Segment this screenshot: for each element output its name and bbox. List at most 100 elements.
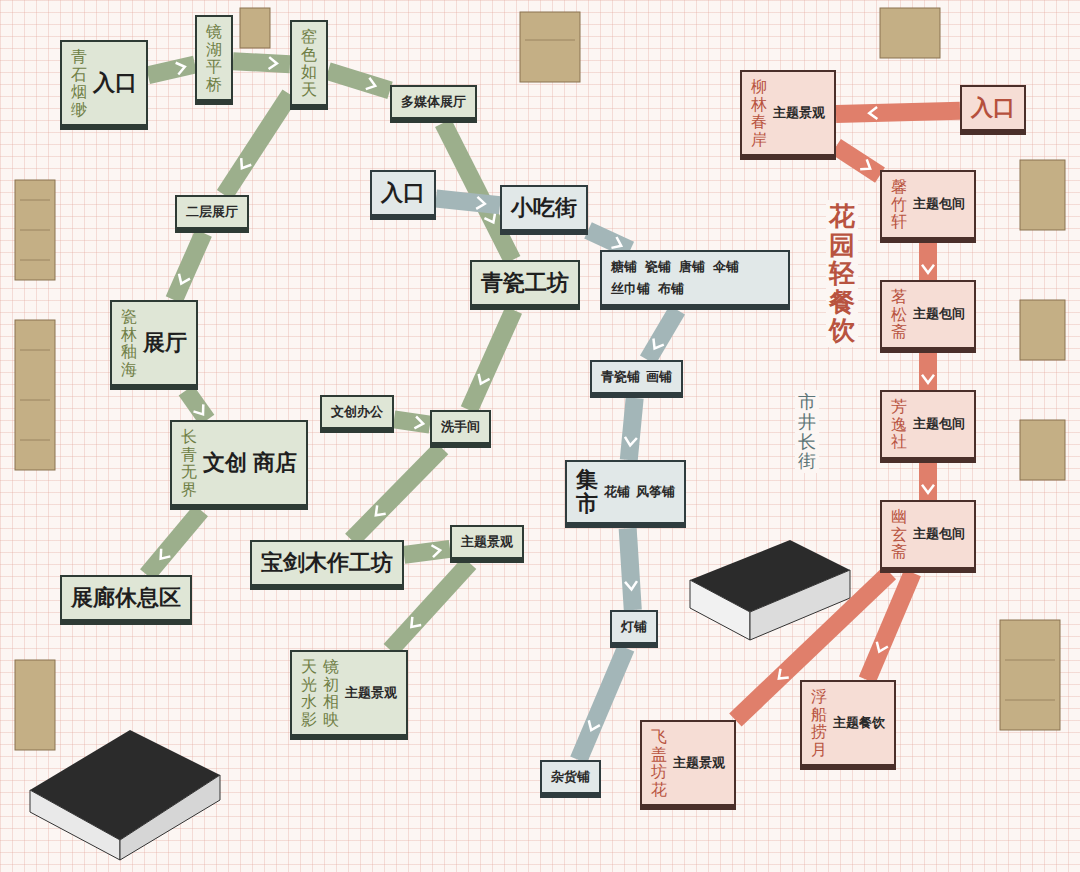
vertical-name: 青石烟缈: [71, 48, 87, 118]
route-line: [579, 648, 626, 760]
route-line: [148, 65, 195, 76]
zone-label: 主题景观: [345, 684, 397, 702]
zone-label: 文创办公: [331, 403, 383, 421]
arrow-chevron: [431, 544, 440, 557]
vertical-name: 芳逸社: [891, 398, 907, 451]
area-label: 市井长街: [795, 390, 819, 473]
route-band: [836, 146, 880, 175]
zone-label: 入口: [381, 178, 425, 208]
zone-platform: 小吃街: [500, 185, 588, 235]
arrow-chevron: [269, 57, 278, 69]
zone-platform: 洗手间: [430, 410, 491, 448]
zone-label: 唐铺: [679, 258, 705, 276]
zone-label: 二层展厅: [186, 203, 238, 221]
zone-label: 糖铺: [611, 258, 637, 276]
route-band: [233, 57, 290, 69]
route-band: [922, 243, 934, 280]
route-band: [624, 398, 637, 460]
zone-platform: 灯铺: [610, 610, 658, 648]
zone-label: 瓷铺: [645, 258, 671, 276]
route-line: [147, 510, 201, 575]
zone-label: 布铺: [658, 280, 684, 298]
zone-label: 灯铺: [621, 618, 647, 636]
zone-label: 宝剑木作工坊: [261, 548, 393, 578]
zone-label: 花铺: [604, 483, 630, 501]
route-line: [628, 528, 633, 610]
arrow-chevron: [156, 549, 170, 563]
route-line: [186, 390, 207, 420]
route-line: [919, 463, 937, 500]
arrow-chevron: [775, 669, 789, 683]
route-line: [233, 61, 290, 64]
zone-platform: 长青无界文创商店: [170, 420, 308, 510]
zone-platform: 主题景观: [450, 525, 524, 563]
route-line: [648, 310, 678, 360]
arrow-chevron: [366, 78, 377, 92]
route-band: [328, 71, 390, 91]
zone-label: 主题景观: [773, 104, 825, 122]
zone-label: 主题包间: [913, 305, 965, 323]
route-line: [629, 398, 635, 460]
route-line: [404, 549, 450, 555]
route-band: [579, 648, 626, 760]
arrow-chevron: [372, 505, 386, 519]
vertical-name: 茗松斋: [891, 288, 907, 341]
route-band: [404, 544, 450, 557]
arrow-chevron: [176, 61, 186, 74]
zone-label: 风筝铺: [636, 483, 675, 501]
route-line: [836, 146, 880, 175]
route-line: [867, 573, 912, 680]
vertical-name: 柳林春岸: [751, 78, 767, 148]
arrow-chevron: [476, 197, 485, 210]
zone-platform: 天光水影镜初相映主题景观: [290, 650, 408, 740]
zone-label: 丝巾铺: [611, 280, 650, 298]
zone-platform: 镜湖平桥: [195, 15, 233, 105]
route-band: [922, 463, 934, 500]
route-band: [352, 448, 442, 540]
zone-platform: 宝剑木作工坊: [250, 540, 404, 590]
route-band: [147, 510, 201, 575]
arrow-chevron: [475, 374, 489, 386]
zone-platform: 浮船捞月主题餐饮: [800, 680, 896, 770]
route-band: [394, 417, 430, 430]
route-band: [588, 230, 630, 251]
zone-platform: 窑色如天: [290, 20, 328, 110]
zone-platform: 馨竹轩主题包间: [880, 170, 976, 243]
vertical-name: 浮船捞月: [811, 688, 827, 758]
zone-label: 青瓷工坊: [481, 268, 569, 298]
arrow-chevron: [874, 642, 888, 654]
route-band: [648, 310, 678, 360]
arrow-chevron: [484, 213, 498, 226]
route-band: [836, 107, 960, 119]
zone-platform: 飞盖坊花主题景观: [640, 720, 736, 810]
vertical-name: 馨竹轩: [891, 178, 907, 231]
zone-platform: 青瓷工坊: [470, 260, 580, 310]
route-line: [588, 230, 630, 250]
route-band: [625, 528, 637, 610]
route-band: [148, 61, 195, 75]
area-label: 花园轻餐饮: [826, 200, 858, 347]
zone-label: 商店: [253, 448, 297, 478]
vertical-name: 飞盖坊花: [651, 728, 667, 798]
zone-label: 主题包间: [913, 195, 965, 213]
route-line: [919, 243, 937, 280]
arrow-chevron: [922, 265, 934, 273]
route-line: [436, 199, 500, 206]
scroll-painting: [15, 8, 1065, 750]
vertical-name: 幽玄斋: [891, 508, 907, 561]
arrow-chevron: [586, 720, 600, 732]
zone-label: 青瓷铺: [601, 368, 640, 386]
zone-label: 展厅: [143, 328, 187, 358]
zone-label: 主题景观: [673, 754, 725, 772]
route-band: [922, 353, 934, 390]
route-line: [174, 233, 204, 300]
zone-platform: 糖铺瓷铺唐铺伞铺丝巾铺布铺: [600, 250, 790, 310]
zone-label: 主题包间: [913, 525, 965, 543]
arrow-chevron: [860, 159, 873, 173]
zone-label: 展廊休息区: [71, 583, 181, 613]
route-band: [186, 390, 208, 420]
zone-label: 主题景观: [461, 533, 513, 551]
painting-detail: [20, 40, 1055, 700]
vertical-name: 瓷林釉海: [121, 308, 137, 378]
